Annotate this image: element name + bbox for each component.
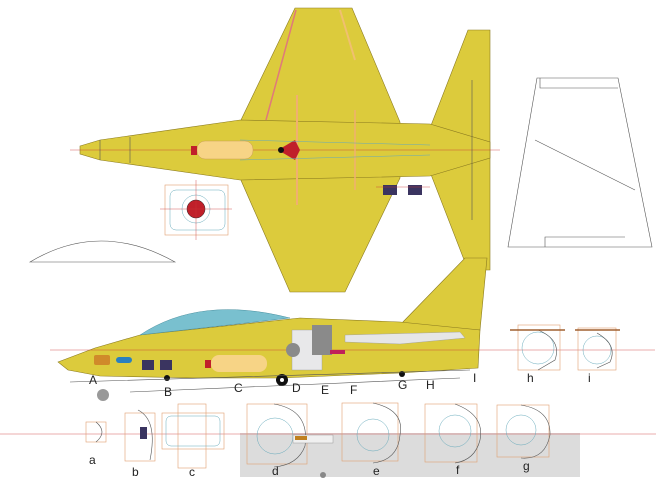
canopy-template bbox=[28, 240, 177, 263]
battery bbox=[94, 355, 110, 365]
wing-leading-edge bbox=[265, 9, 297, 121]
station-G: G bbox=[398, 378, 407, 392]
section-c: c bbox=[189, 465, 195, 479]
section-d: d bbox=[272, 464, 279, 478]
station-E: E bbox=[321, 383, 329, 397]
nose-wheel bbox=[164, 375, 170, 381]
station-labels: A B C D E F G H I bbox=[89, 371, 476, 399]
station-A: A bbox=[89, 373, 97, 387]
station-I: I bbox=[473, 371, 476, 385]
section-g: g bbox=[523, 459, 530, 473]
canopy bbox=[139, 309, 291, 336]
servo-3 bbox=[142, 360, 154, 370]
top-view bbox=[70, 7, 500, 293]
station-F: F bbox=[350, 383, 357, 397]
former-detail bbox=[160, 180, 232, 240]
engine-head bbox=[286, 343, 300, 357]
side-fin bbox=[399, 257, 488, 331]
station-D: D bbox=[292, 381, 301, 395]
engine-top bbox=[278, 140, 300, 160]
side-view bbox=[50, 257, 655, 401]
wing-planform bbox=[507, 77, 653, 248]
engine bbox=[312, 325, 332, 355]
section-h-i: h i bbox=[510, 324, 620, 385]
gray-dot bbox=[97, 389, 109, 401]
tail-wheel bbox=[399, 371, 405, 377]
section-h: h bbox=[527, 371, 534, 385]
receiver bbox=[116, 357, 132, 363]
side-fuselage bbox=[57, 317, 481, 379]
section-a: a bbox=[89, 453, 96, 467]
spinner bbox=[278, 147, 284, 153]
side-fuel-tank bbox=[211, 355, 267, 372]
station-H: H bbox=[426, 378, 435, 392]
servo-2 bbox=[408, 185, 422, 195]
station-B: B bbox=[164, 385, 172, 399]
section-b: b bbox=[132, 465, 139, 479]
servo-1 bbox=[383, 185, 397, 195]
bottom-sections: a b c d e f g bbox=[85, 402, 551, 479]
aileron bbox=[339, 9, 356, 61]
section-i: i bbox=[588, 371, 591, 385]
servo-4 bbox=[160, 360, 172, 370]
top-fuel-tank bbox=[196, 140, 254, 160]
section-e: e bbox=[373, 464, 380, 478]
station-C: C bbox=[234, 381, 243, 395]
tank-cap bbox=[191, 146, 197, 155]
section-f: f bbox=[456, 463, 460, 477]
exhaust-pipe bbox=[344, 331, 466, 345]
